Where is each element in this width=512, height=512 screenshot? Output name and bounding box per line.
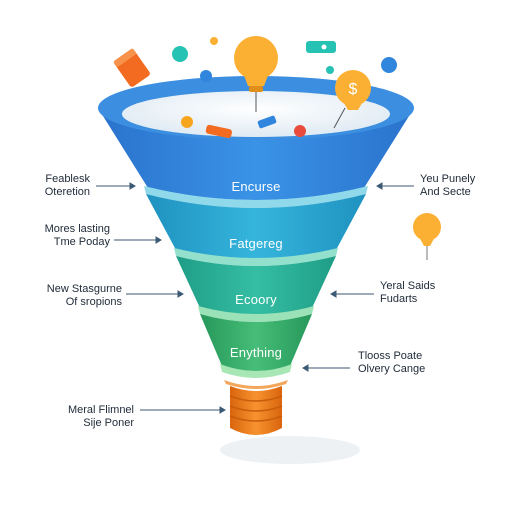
- callout-line: Tme Poday: [53, 236, 110, 248]
- stage-divider: [198, 306, 314, 322]
- dot-decoration: [326, 66, 334, 74]
- callout-line: Tlooss Poate: [358, 350, 423, 362]
- stage-divider: [220, 364, 292, 378]
- stage-divider: [174, 248, 338, 266]
- stage-4-label: Enything: [229, 345, 283, 360]
- pencil-icon: [113, 48, 150, 87]
- callout-line: Meral Flimnel: [67, 404, 134, 416]
- callout-line: And Secte: [420, 186, 471, 198]
- callout-line: Feablesk: [45, 173, 90, 185]
- callout-left-4: Meral Flimnel Sije Poner: [68, 404, 134, 430]
- tag-decoration: [306, 41, 336, 53]
- lightbulb-small-icon: [413, 213, 441, 260]
- callout-line: Sije Poner: [83, 417, 134, 429]
- stage-2-label: Fatgereg: [229, 236, 283, 251]
- right-arrows: [302, 182, 414, 372]
- dot-decoration: [200, 70, 212, 82]
- dot-decoration: [172, 46, 188, 62]
- callout-left-2: Mores lasting Tme Poday: [45, 223, 110, 249]
- callout-right-1: Yeu Punely And Secte: [420, 173, 475, 199]
- callout-left-1: Feablesk Oteretion: [45, 173, 90, 199]
- bowl-items: [181, 115, 306, 139]
- dot-decoration: [381, 57, 397, 73]
- dollar-bulb-icon: [333, 70, 371, 129]
- stage-3-label: Ecoory: [235, 292, 277, 307]
- funnel-stage-2: [146, 194, 366, 259]
- callout-line: Oteretion: [44, 186, 90, 198]
- callout-line: Mores lasting: [44, 223, 110, 235]
- stage-divider: [144, 186, 368, 208]
- left-arrows: [96, 182, 226, 414]
- dollar-sign: $: [349, 81, 358, 98]
- ground-shadow: [220, 436, 360, 464]
- funnel-spout: [224, 380, 288, 435]
- callout-line: New Stasgurne: [46, 283, 122, 295]
- callout-left-3: New Stasgurne Of sropions: [47, 283, 122, 309]
- callout-line: Of sropions: [65, 296, 122, 308]
- funnel-stage-4: [200, 314, 312, 371]
- callout-right-2: Yeral Saids Fudarts: [380, 280, 435, 306]
- callout-right-3: Tlooss Poate Olvery Cange: [358, 350, 425, 376]
- callout-line: Yeral Saids: [380, 280, 436, 292]
- dot-decoration: [210, 37, 218, 45]
- callout-line: Yeu Punely: [420, 173, 476, 185]
- funnel-stage-3: [176, 256, 336, 315]
- stage-1-label: Encurse: [231, 179, 281, 194]
- callout-line: Fudarts: [380, 293, 418, 305]
- lightbulb-icon: [234, 36, 278, 112]
- callout-line: Olvery Cange: [358, 363, 426, 375]
- floating-decorations: [113, 37, 397, 87]
